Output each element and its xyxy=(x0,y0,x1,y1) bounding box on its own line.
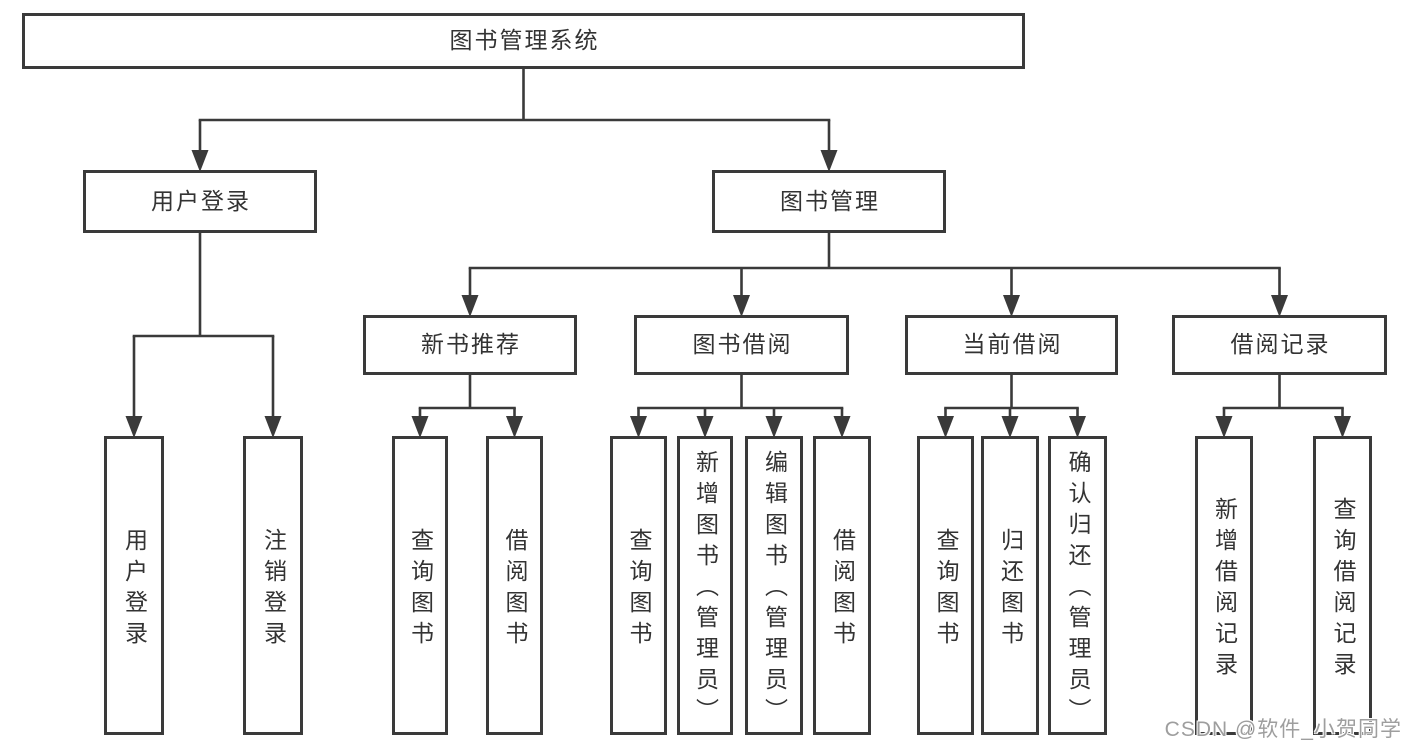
node-label: 确认归还（管理员） xyxy=(1065,450,1091,729)
node-bb-borrow: 借阅图书 xyxy=(813,436,871,735)
node-label: 图书借阅 xyxy=(692,331,793,358)
node-ul-logout: 注销登录 xyxy=(243,436,303,735)
node-book-mgmt: 图书管理 xyxy=(712,170,946,233)
node-br-add: 新增借阅记录 xyxy=(1195,436,1253,735)
node-new-book-rec: 新书推荐 xyxy=(363,315,577,375)
node-label: 用户登录 xyxy=(121,527,148,652)
node-label: 查询图书 xyxy=(407,527,434,652)
node-label: 借阅图书 xyxy=(829,527,856,652)
csdn-watermark: CSDN @软件_小贺同学 xyxy=(1164,718,1402,741)
node-nbr-borrow: 借阅图书 xyxy=(486,436,543,735)
node-label: 查询借阅记录 xyxy=(1330,496,1356,683)
node-cb-query: 查询图书 xyxy=(917,436,974,735)
node-label: 注销登录 xyxy=(260,527,287,652)
node-label: 新增借阅记录 xyxy=(1211,496,1238,683)
node-cb-confirm: 确认归还（管理员） xyxy=(1048,436,1107,735)
node-bb-query: 查询图书 xyxy=(610,436,667,735)
node-nbr-query: 查询图书 xyxy=(392,436,448,735)
node-root: 图书管理系统 xyxy=(22,13,1025,69)
node-label: 查询图书 xyxy=(933,527,959,652)
node-label: 借阅图书 xyxy=(502,527,528,652)
node-book-borrow: 图书借阅 xyxy=(634,315,849,375)
node-label: 新增图书（管理员） xyxy=(692,450,719,729)
node-br-query: 查询借阅记录 xyxy=(1313,436,1372,735)
node-bb-edit: 编辑图书（管理员） xyxy=(745,436,803,735)
node-current-borrow: 当前借阅 xyxy=(905,315,1118,375)
node-label: 查询图书 xyxy=(626,527,652,652)
node-label: 图书管理 xyxy=(780,187,880,214)
node-label: 用户登录 xyxy=(151,187,251,214)
node-label: 图书管理系统 xyxy=(449,27,600,54)
node-label: 新书推荐 xyxy=(421,331,521,358)
node-ul-login: 用户登录 xyxy=(104,436,164,735)
node-label: 借阅记录 xyxy=(1230,331,1331,358)
node-cb-return: 归还图书 xyxy=(981,436,1039,735)
node-label: 归还图书 xyxy=(997,527,1024,652)
node-borrow-records: 借阅记录 xyxy=(1172,315,1387,375)
node-label: 编辑图书（管理员） xyxy=(761,450,788,729)
node-label: 当前借阅 xyxy=(962,331,1063,358)
node-user-login: 用户登录 xyxy=(83,170,317,233)
node-bb-add: 新增图书（管理员） xyxy=(677,436,733,735)
